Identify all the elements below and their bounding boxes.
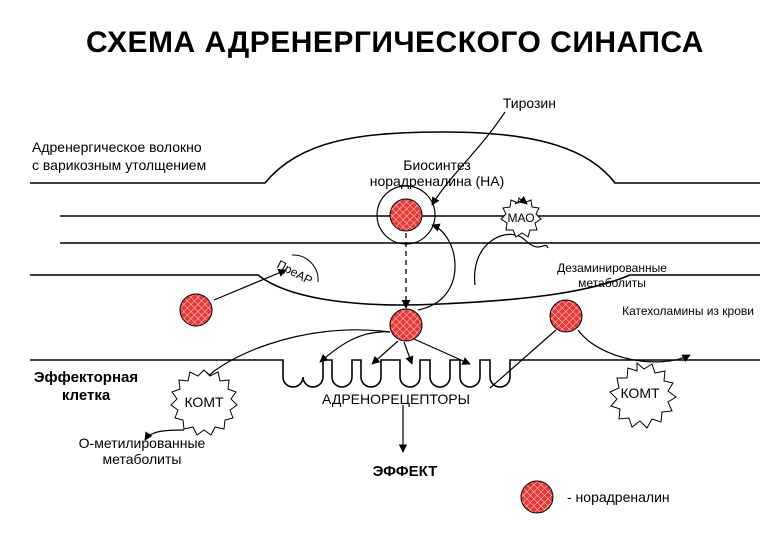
prear-arrow	[213, 269, 287, 301]
presynaptic-membrane	[30, 274, 760, 306]
cleft-arrow-1	[371, 340, 399, 365]
biosynth-label-line2: норадреналина (НА)	[370, 173, 505, 189]
mao-enzyme-icon	[500, 196, 542, 238]
effector-label-line2: клетка	[62, 387, 111, 404]
fiber-top-membrane	[30, 131, 760, 184]
mao-label: МАО	[507, 211, 534, 225]
o-methyl-arrow	[144, 429, 185, 441]
blood-catecholamines-label: Катехоламины из крови	[622, 304, 754, 318]
mao-mini-arrow	[514, 195, 528, 205]
deaminated-label-line2: метаболиты	[578, 276, 646, 290]
tyrosine-label: Тирозин	[503, 95, 556, 111]
reuptake-arrow	[417, 223, 456, 311]
comt-right-label: КОМТ	[620, 385, 660, 401]
postsynaptic-membrane	[30, 359, 760, 388]
o-methyl-label-line2: метаболиты	[103, 451, 182, 467]
legend-noradrenaline-icon	[520, 480, 554, 514]
page-title: СХЕМА АДРЕНЕРГИЧЕСКОГО СИНАПСА	[86, 26, 704, 59]
mao-metabolite-curve	[474, 233, 549, 286]
comt-left-icon	[170, 369, 238, 436]
comt-left-label: КОМТ	[184, 394, 224, 410]
noradrenaline-left-icon	[179, 293, 213, 327]
cleft-to-comt-arrow	[204, 329, 391, 381]
deaminated-label-line1: Дезаминированные	[557, 261, 667, 275]
prear-receptor	[291, 254, 319, 283]
tyrosine-arrow	[431, 111, 506, 206]
cleft-arrow-left	[319, 331, 391, 363]
comt-right-icon	[609, 361, 677, 429]
o-methyl-label-line1: О-метилированные	[79, 435, 206, 451]
blood-to-comt-arrow	[577, 329, 691, 363]
legend-label: - норадреналин	[567, 489, 670, 505]
noradrenaline-cleft-icon	[389, 308, 423, 342]
cleft-arrow-3	[413, 338, 471, 365]
receptors-label: АДРЕНОРЕЦЕПТОРЫ	[322, 391, 470, 407]
fiber-label-line2: с варикозным утолщением	[32, 157, 206, 173]
noradrenaline-blood-icon	[549, 299, 583, 333]
blood-to-receptors-line	[489, 329, 557, 389]
vesicle-noradrenaline-icon	[389, 198, 423, 232]
fiber-label-line1: Адренергическое волокно	[32, 139, 202, 155]
cleft-arrow-2	[403, 341, 414, 365]
biosynth-label-line1: Биосинтез	[403, 157, 471, 173]
effector-label-line1: Эффекторная	[34, 369, 138, 386]
effect-label: ЭФФЕКТ	[373, 463, 438, 480]
